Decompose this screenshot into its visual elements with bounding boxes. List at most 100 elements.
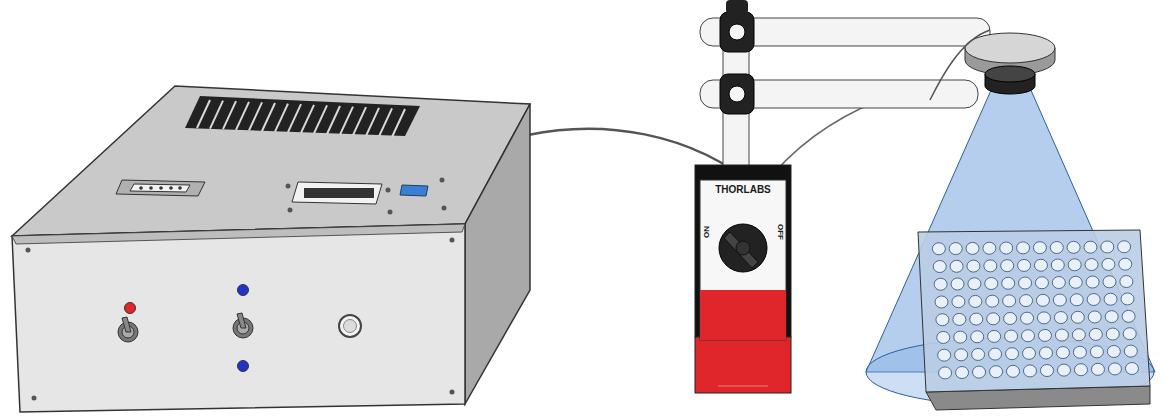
- vent-slot: [262, 103, 275, 131]
- light-source: [930, 30, 1055, 100]
- well: [1055, 329, 1068, 341]
- vent-slot: [379, 108, 392, 136]
- well: [1104, 293, 1117, 305]
- well: [1036, 294, 1049, 306]
- well: [1106, 328, 1119, 340]
- well: [1068, 259, 1081, 271]
- well: [987, 313, 1000, 325]
- well: [951, 278, 964, 290]
- light-cone: [866, 88, 1155, 406]
- vent-slot: [392, 109, 405, 137]
- well: [1084, 241, 1097, 253]
- brand-label: THORLABS: [715, 185, 771, 195]
- well: [1004, 312, 1017, 324]
- well: [1035, 277, 1048, 289]
- well: [1074, 364, 1087, 376]
- well: [939, 367, 952, 379]
- well: [1052, 277, 1065, 289]
- well: [1017, 242, 1030, 254]
- well: [1087, 294, 1100, 306]
- well: [1001, 260, 1014, 272]
- well: [1037, 312, 1050, 324]
- vent-slot: [197, 100, 210, 128]
- switch-label: OFF: [776, 224, 784, 240]
- well: [1085, 259, 1098, 271]
- switch-label: ON: [703, 226, 711, 238]
- vent-slot: [314, 105, 327, 133]
- well: [1040, 365, 1053, 377]
- well: [1122, 310, 1135, 322]
- well: [1071, 311, 1084, 323]
- well: [985, 278, 998, 290]
- vent-slot: [353, 107, 366, 135]
- vent-slot: [210, 101, 223, 129]
- well: [967, 260, 980, 272]
- well: [936, 314, 949, 326]
- vent-slot: [366, 108, 379, 136]
- well: [954, 331, 967, 343]
- well: [1108, 363, 1121, 375]
- well: [1069, 276, 1082, 288]
- well: [1002, 277, 1015, 289]
- well: [949, 243, 962, 255]
- well: [1039, 347, 1052, 359]
- well: [971, 331, 984, 343]
- well: [1091, 363, 1104, 375]
- well: [1123, 328, 1136, 340]
- well: [1121, 293, 1134, 305]
- well: [952, 296, 965, 308]
- well: [988, 330, 1001, 342]
- well: [1005, 330, 1018, 342]
- well: [1020, 295, 1033, 307]
- well: [956, 367, 969, 379]
- well: [966, 242, 979, 254]
- vent-slot: [223, 101, 236, 129]
- well: [1073, 346, 1086, 358]
- well: [1125, 363, 1138, 375]
- well: [950, 260, 963, 272]
- well: [1051, 259, 1064, 271]
- well: [1003, 295, 1016, 307]
- well: [990, 366, 1003, 378]
- well: [1070, 294, 1083, 306]
- well: [968, 278, 981, 290]
- well: [1072, 329, 1085, 341]
- well: [953, 313, 966, 325]
- well: [1056, 347, 1069, 359]
- well: [1000, 242, 1013, 254]
- well: [972, 348, 985, 360]
- well: [1057, 364, 1070, 376]
- well: [1038, 329, 1051, 341]
- well-plate: [918, 230, 1150, 410]
- vent-slot: [236, 102, 249, 130]
- well: [1105, 311, 1118, 323]
- well: [1101, 241, 1114, 253]
- well: [969, 295, 982, 307]
- vent-slot: [275, 104, 288, 132]
- well: [932, 243, 945, 255]
- well: [986, 295, 999, 307]
- well: [1019, 277, 1032, 289]
- well: [1050, 242, 1063, 254]
- well: [933, 261, 946, 273]
- well: [983, 242, 996, 254]
- well: [1120, 276, 1133, 288]
- well: [1054, 312, 1067, 324]
- well: [1107, 345, 1120, 357]
- vent-slot: [301, 105, 314, 133]
- well: [1033, 242, 1046, 254]
- well: [1090, 346, 1103, 358]
- well: [989, 348, 1002, 360]
- well: [1089, 328, 1102, 340]
- well: [938, 349, 951, 361]
- well: [1007, 365, 1020, 377]
- control-box: [12, 86, 530, 412]
- vent-slot: [340, 107, 353, 135]
- well: [1022, 330, 1035, 342]
- well: [1006, 348, 1019, 360]
- well: [1053, 294, 1066, 306]
- well: [1018, 259, 1031, 271]
- vent-slot: [249, 102, 262, 130]
